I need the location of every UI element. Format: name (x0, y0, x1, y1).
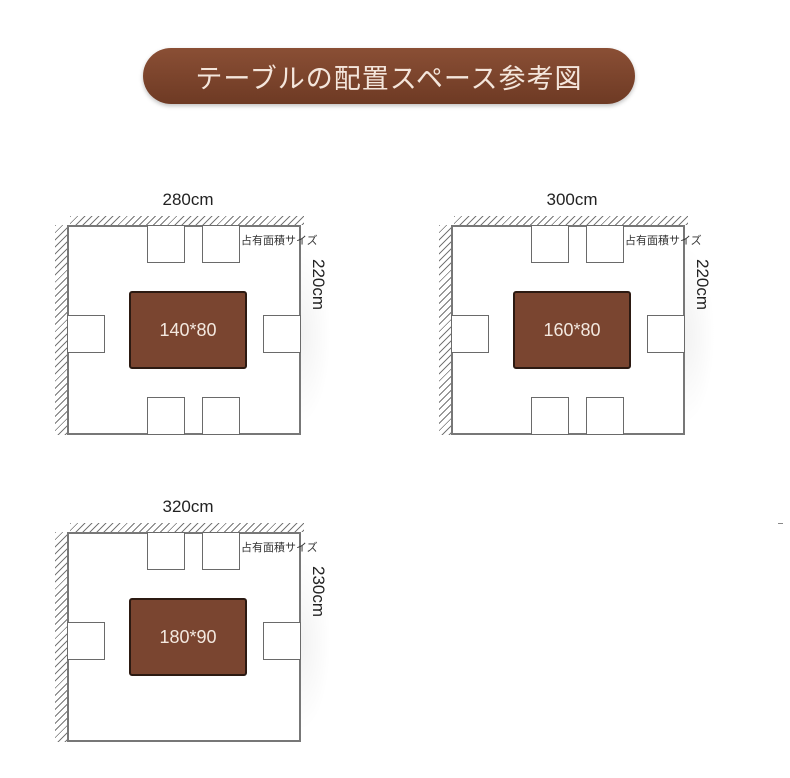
floor-plan-3: 320cm 180*90 占有面積サイズ 230cm (53, 497, 383, 757)
chair-right (647, 315, 685, 353)
wall-hatch-top (70, 523, 304, 532)
depth-dimension: 220cm (309, 259, 328, 311)
chair-right (263, 622, 301, 660)
wall-hatch-left (439, 225, 451, 435)
wall-hatch-top (70, 216, 304, 225)
floor-plan-1: 280cm 140*80 占有面積サイズ 220cm (53, 190, 383, 450)
occupied-area-label: 占有面積サイズ (625, 234, 702, 247)
room-shadow (301, 552, 331, 732)
room-outline: 180*90 (67, 532, 301, 742)
room-outline: 140*80 (67, 225, 301, 435)
chair-left (67, 315, 105, 353)
wall-hatch-left (55, 225, 67, 435)
wall-hatch-left (55, 532, 67, 742)
chair-top-right (202, 225, 240, 263)
room-shadow (685, 245, 715, 425)
chair-top-right (586, 225, 624, 263)
chair-bottom-left (147, 397, 185, 435)
depth-dimension: 230cm (309, 566, 328, 618)
edge-mark (778, 523, 783, 524)
dining-table: 140*80 (129, 291, 247, 369)
chair-left (67, 622, 105, 660)
room-shadow (301, 245, 331, 425)
depth-dimension: 220cm (693, 259, 712, 311)
chair-bottom-left (531, 397, 569, 435)
occupied-area-label: 占有面積サイズ (241, 541, 318, 554)
chair-bottom-right (202, 397, 240, 435)
wall-hatch-top (454, 216, 688, 225)
dining-table: 160*80 (513, 291, 631, 369)
chair-top-right (202, 532, 240, 570)
floor-plan-2: 300cm 160*80 占有面積サイズ 220cm (437, 190, 767, 450)
width-dimension: 280cm (162, 190, 214, 209)
width-dimension: 320cm (162, 497, 214, 516)
chair-top-left (531, 225, 569, 263)
chair-bottom-right (586, 397, 624, 435)
width-dimension: 300cm (546, 190, 598, 209)
page-title: テーブルの配置スペース参考図 (195, 63, 583, 95)
chair-right (263, 315, 301, 353)
chair-top-left (147, 225, 185, 263)
dining-table: 180*90 (129, 598, 247, 676)
occupied-area-label: 占有面積サイズ (241, 234, 318, 247)
chair-top-left (147, 532, 185, 570)
room-outline: 160*80 (451, 225, 685, 435)
title-banner: テーブルの配置スペース参考図 (143, 48, 635, 104)
chair-left (451, 315, 489, 353)
